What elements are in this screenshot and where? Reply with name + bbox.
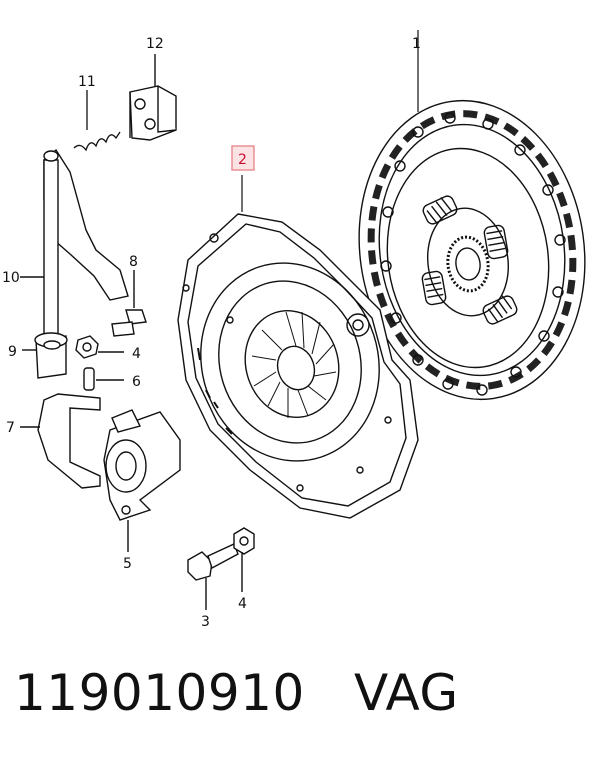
- callout-label-8: 8: [129, 254, 138, 270]
- clutch-disc-part-1: [358, 30, 586, 401]
- bushing-part-9: [22, 332, 68, 379]
- clutch-exploded-diagram: 1 2 3 4 4 5 6 7 8 9 10 11 12: [2, 30, 586, 630]
- callout-label-1: 1: [412, 36, 421, 52]
- callout-label-10: 10: [2, 270, 20, 286]
- pin-part-6: [83, 367, 124, 391]
- bolt-part-8: [111, 270, 147, 337]
- nut-part-4-lower: [233, 527, 255, 592]
- release-fork-part-10: [20, 148, 129, 337]
- clip-part-7: [20, 393, 101, 489]
- callout-label-6: 6: [132, 374, 141, 390]
- callout-label-5: 5: [123, 556, 132, 572]
- callout-label-11: 11: [78, 74, 96, 90]
- bolt-part-3: [187, 543, 239, 610]
- spring-part-11: [73, 90, 121, 152]
- part-number-caption: 119010910 VAG: [14, 664, 459, 722]
- callout-label-4-upper: 4: [132, 346, 141, 362]
- highlight-box-label-2: [231, 145, 255, 171]
- nut-part-4-upper: [75, 335, 124, 359]
- pressure-plate-part-2: [177, 175, 419, 519]
- callout-label-2: 2: [238, 152, 247, 168]
- callout-label-3: 3: [201, 614, 210, 630]
- callout-label-4-lower: 4: [238, 596, 247, 612]
- callout-label-7: 7: [6, 420, 15, 436]
- release-bearing-part-5: [103, 409, 181, 552]
- bracket-part-12: [129, 54, 177, 141]
- callout-label-12: 12: [146, 36, 164, 52]
- callout-label-9: 9: [8, 344, 17, 360]
